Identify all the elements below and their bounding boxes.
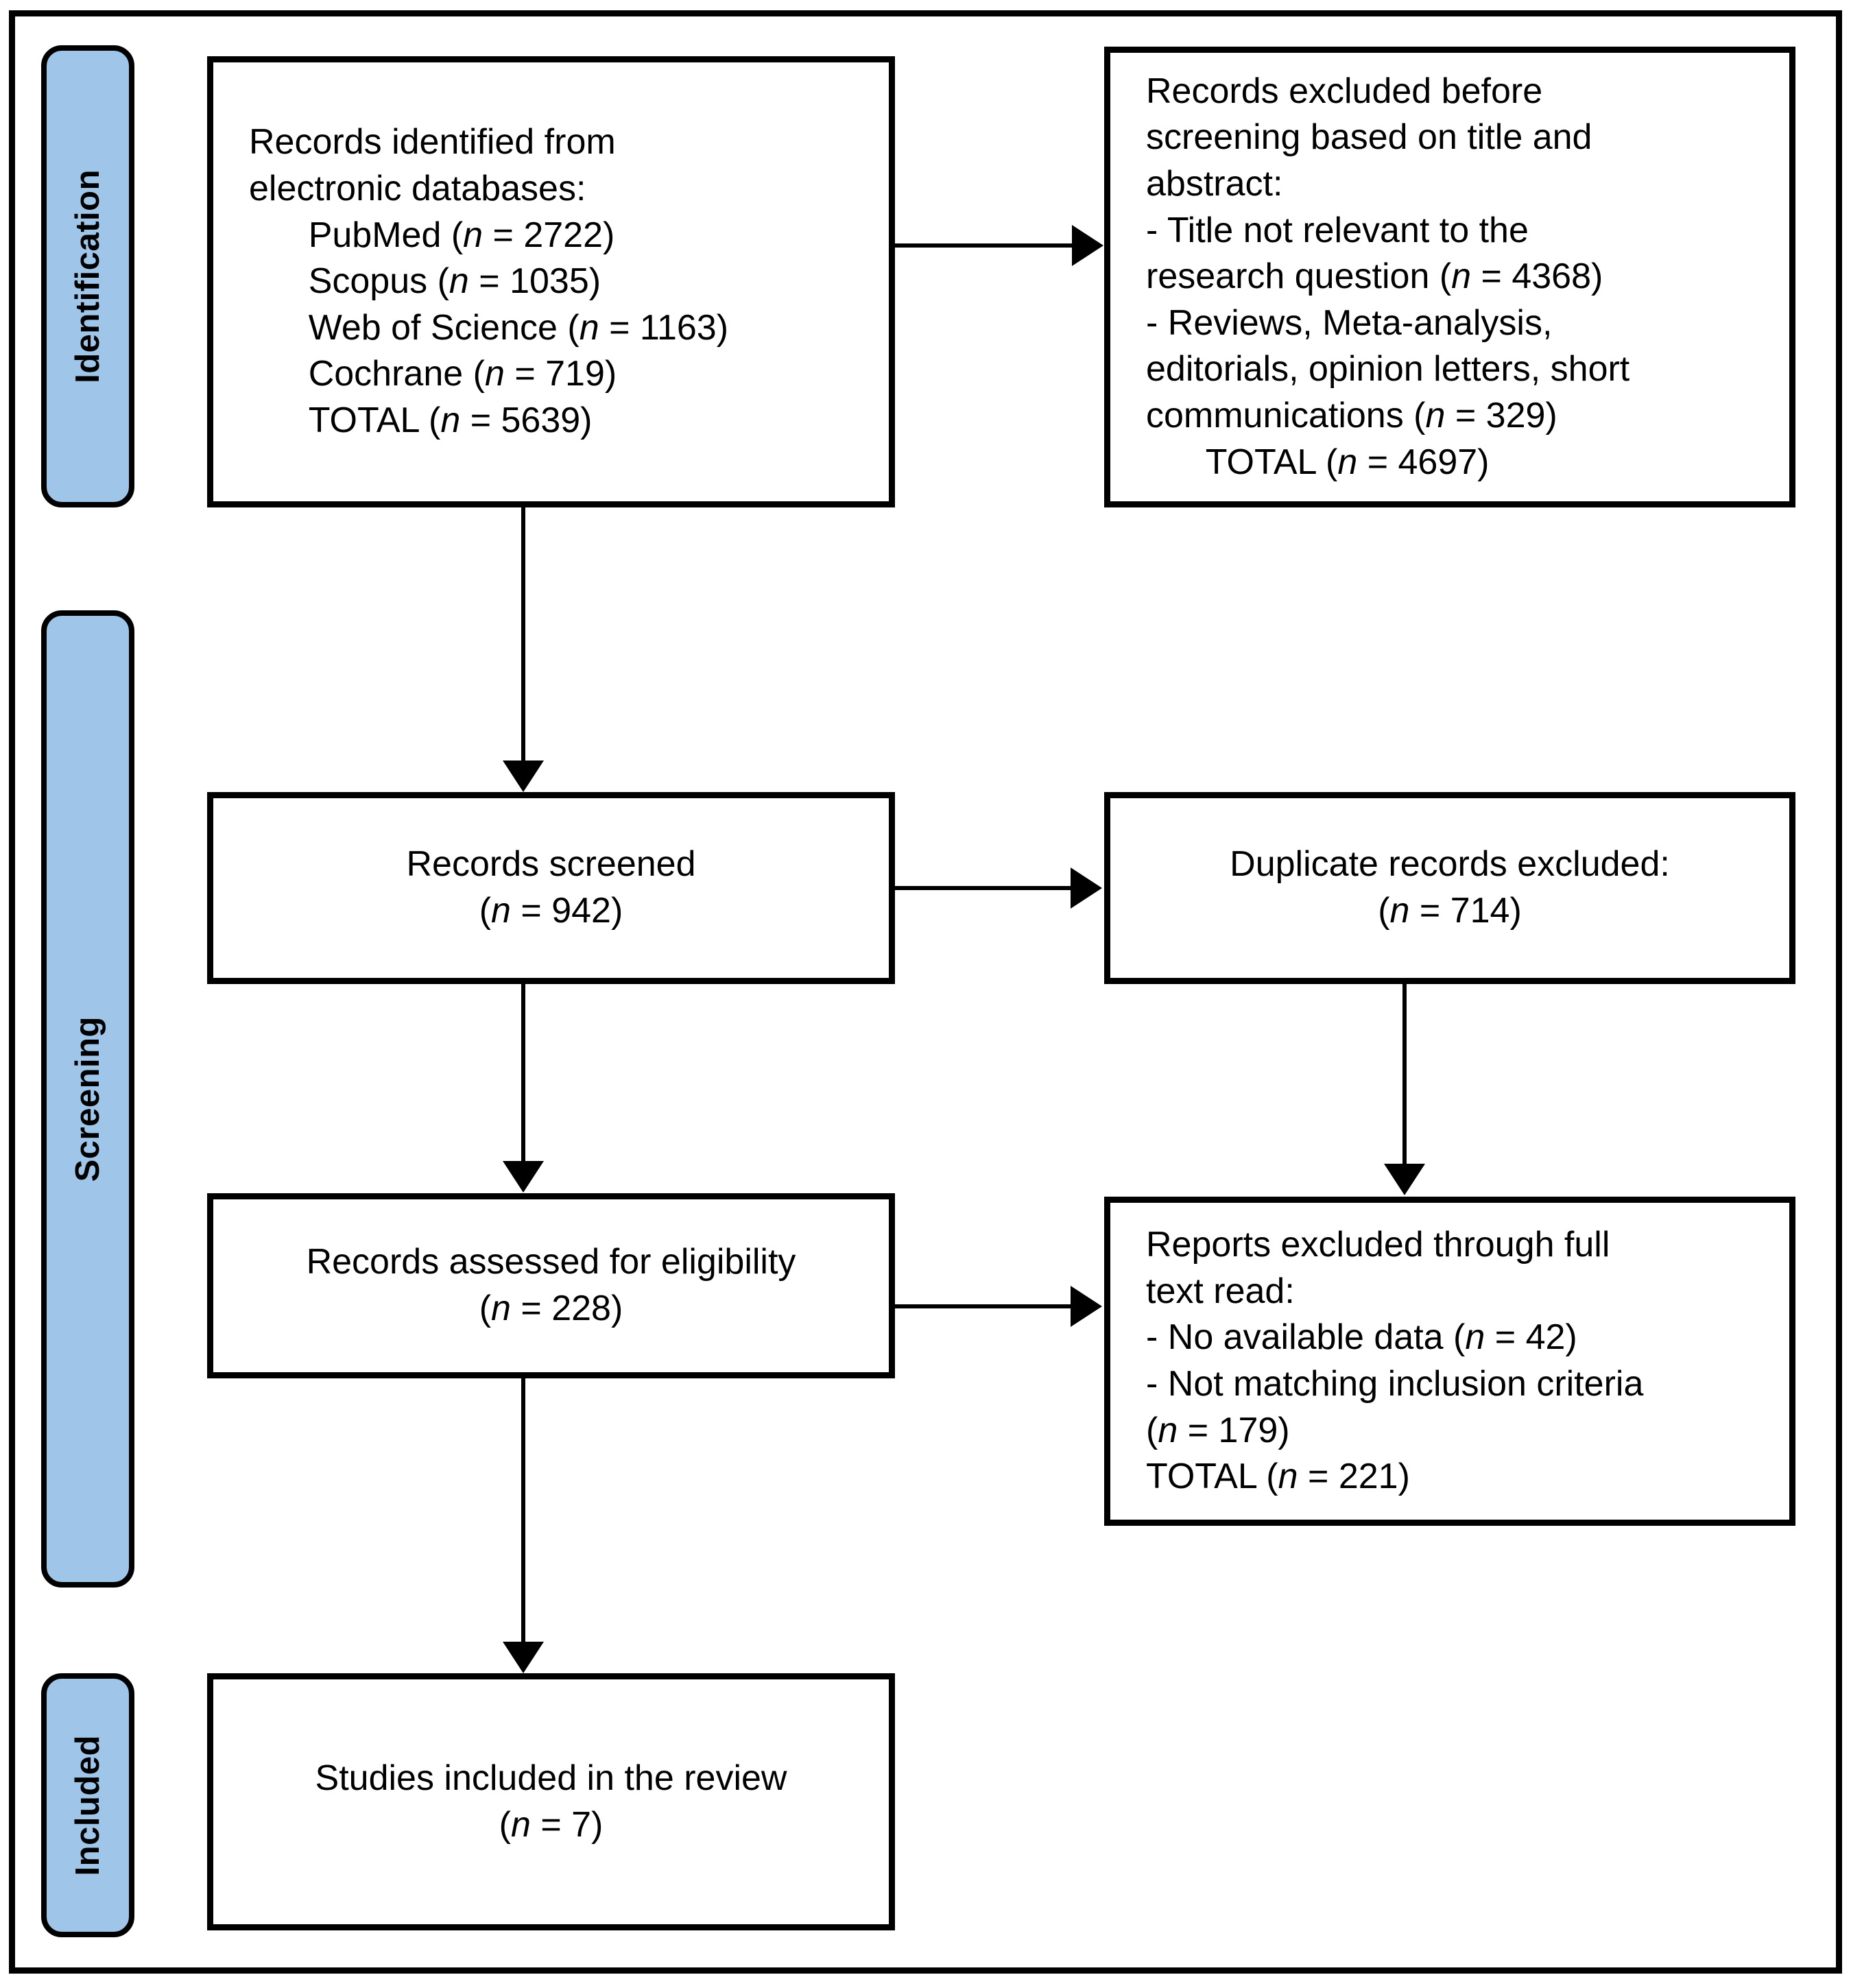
box-studies-included: Studies included in the review (n = 7) <box>207 1673 895 1930</box>
italic-n: n <box>449 261 469 302</box>
connector-screened-to-eligibility-line <box>521 984 525 1164</box>
stage-bar-screening: Screening <box>41 610 134 1588</box>
italic-n: n <box>440 400 461 440</box>
italic-n: n <box>1158 1410 1178 1450</box>
arrow-down-icon-identified-to-screened <box>503 761 544 792</box>
box-records-screened: Records screened (n = 942) <box>207 792 895 984</box>
italic-n: n <box>484 354 505 394</box>
italic-n: n <box>1389 891 1410 931</box>
italic-n: n <box>491 891 511 931</box>
arrow-right-icon-eligibility-to-reports <box>1071 1286 1102 1327</box>
italic-n: n <box>1278 1457 1298 1497</box>
connector-duplicates-to-reports-line <box>1402 984 1407 1165</box>
connector-identified-to-excluded-line <box>895 243 1073 248</box>
italic-n: n <box>579 307 599 348</box>
box-duplicate-records-excluded-text: Duplicate records excluded: (n = 714) <box>1230 844 1670 931</box>
italic-n: n <box>463 215 483 255</box>
box-reports-excluded-full-text: Reports excluded through full text read:… <box>1104 1197 1795 1526</box>
box-records-screened-text: Records screened (n = 942) <box>406 844 696 931</box>
arrow-down-icon-duplicates-to-reports <box>1384 1164 1425 1195</box>
box-records-excluded-before-screening-text: Records excluded before screening based … <box>1146 71 1630 482</box>
box-studies-included-text: Studies included in the review (n = 7) <box>315 1758 787 1845</box>
stage-bar-included: Included <box>41 1673 134 1937</box>
arrow-right-icon-identified-to-excluded <box>1072 225 1103 266</box>
connector-identified-to-screened-line <box>521 507 525 765</box>
box-records-excluded-before-screening: Records excluded before screening based … <box>1104 47 1795 507</box>
italic-n: n <box>491 1289 511 1328</box>
stage-label-screening: Screening <box>69 1016 106 1182</box>
italic-n: n <box>510 1804 531 1845</box>
box-records-identified: Records identified from electronic datab… <box>207 56 895 507</box>
italic-n: n <box>1425 395 1446 435</box>
italic-n: n <box>1451 256 1472 297</box>
box-duplicate-records-excluded: Duplicate records excluded: (n = 714) <box>1104 792 1795 984</box>
italic-n: n <box>1465 1317 1485 1358</box>
diagram-outer-frame <box>9 10 1842 1974</box>
connector-eligibility-to-included-line <box>521 1378 525 1644</box>
box-records-assessed-for-eligibility: Records assessed for eligibility (n = 22… <box>207 1193 895 1378</box>
box-reports-excluded-full-text-text: Reports excluded through full text read:… <box>1146 1225 1644 1497</box>
connector-eligibility-to-reports-line <box>895 1304 1072 1308</box>
stage-label-identification: Identification <box>69 169 106 383</box>
stage-bar-identification: Identification <box>41 45 134 507</box>
connector-screened-to-duplicates-line <box>895 886 1072 890</box>
stage-label-included: Included <box>69 1734 106 1876</box>
arrow-down-icon-eligibility-to-included <box>503 1642 544 1673</box>
italic-n: n <box>1337 442 1358 482</box>
arrow-down-icon-screened-to-eligibility <box>503 1161 544 1193</box>
box-records-identified-text: Records identified from electronic datab… <box>249 122 729 440</box>
box-records-assessed-for-eligibility-text: Records assessed for eligibility (n = 22… <box>306 1242 796 1328</box>
arrow-right-icon-screened-to-duplicates <box>1071 867 1102 909</box>
